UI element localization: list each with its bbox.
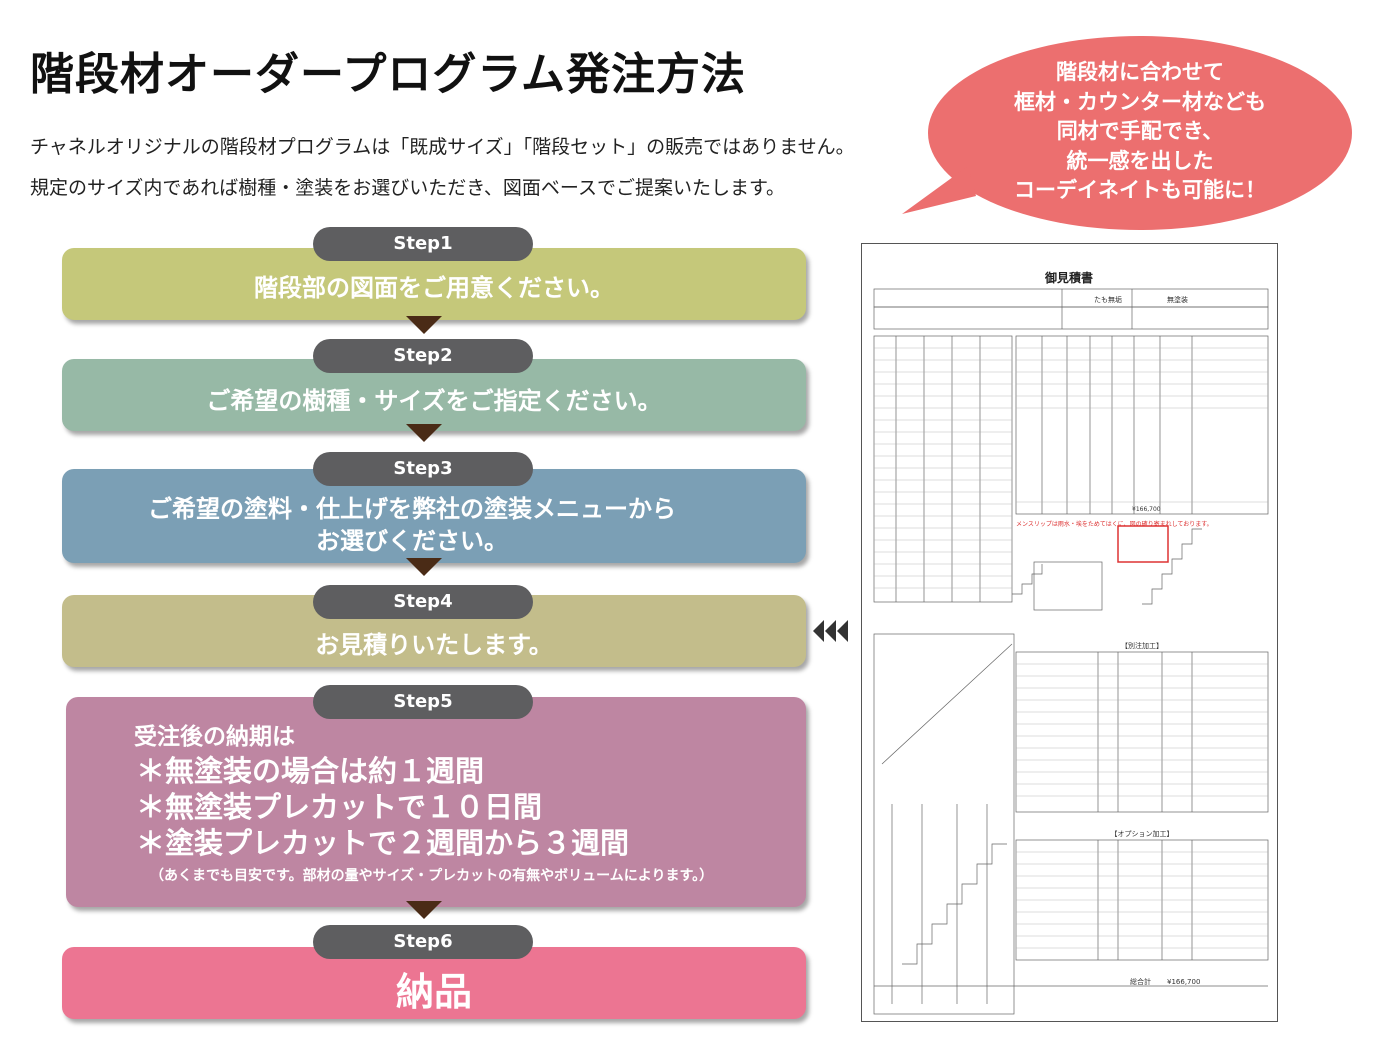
step5-heading: 受注後の納期は [134, 724, 295, 750]
doc-section-1: 【別注加工】 [1121, 641, 1163, 650]
estimate-document-image: 御見積書 たも無垢 無塗装 メンスリップは雨水・埃をためてはくに、図の確り寄まれ… [861, 243, 1278, 1022]
doc-note: メンスリップは雨水・埃をためてはくに、図の確り寄まれしております。 [1016, 520, 1213, 528]
step5-items: ＊無塗装の場合は約１週間 ＊無塗装プレカットで１０日間 ＊塗装プレカットで２週間… [136, 753, 629, 861]
doc-subtotal: ¥166,700 [1132, 506, 1161, 513]
step5-item-2: ＊無塗装プレカットで１０日間 [136, 790, 543, 824]
step2-label: Step2 [313, 339, 533, 373]
step3-text: ご希望の塗料・仕上げを弊社の塗装メニューから お選びください。 [122, 493, 702, 557]
bubble-line-2: 框材・カウンター材なども [1014, 89, 1266, 114]
step3-line-1: ご希望の塗料・仕上げを弊社の塗装メニューから [148, 495, 676, 523]
step6-text: 納品 [395, 970, 472, 1014]
doc-section-2: 【オプション加工】 [1111, 829, 1174, 838]
step6-box: 納品 [62, 947, 806, 1019]
step5-label: Step5 [313, 685, 533, 719]
step5-arrow-icon [406, 901, 442, 919]
step2-arrow-icon [406, 424, 442, 442]
speech-bubble [928, 36, 1352, 230]
step4-text: お見積りいたします。 [315, 631, 553, 659]
page-title: 階段材オーダープログラム発注方法 [30, 49, 747, 100]
speech-bubble-text: 階段材に合わせて 框材・カウンター材なども 同材で手配でき、 統一感を出した コ… [935, 58, 1345, 206]
step3-line-2: お選びください。 [316, 527, 508, 555]
step1-arrow-icon [406, 316, 442, 334]
step5-item-3: ＊塗装プレカットで２週間から３週間 [136, 826, 630, 860]
step5-item-1: ＊無塗装の場合は約１週間 [136, 754, 485, 788]
triple-arrow-icon [813, 620, 848, 642]
bubble-line-3: 同材で手配でき、 [1056, 119, 1224, 143]
step3-label: Step3 [313, 452, 533, 486]
speech-bubble-tail [902, 166, 976, 214]
doc-total: ¥166,700 [1167, 978, 1200, 986]
step3-arrow-icon [406, 558, 442, 576]
step5-note: （あくまでも目安です。部材の量やサイズ・プレカットの有無やボリュームによります。… [150, 868, 714, 884]
intro-line-2: 規定のサイズ内であれば樹種・塗装をお選びいただき、図面ベースでご提案いたします。 [30, 177, 786, 199]
doc-sub-2: 無塗装 [1167, 295, 1188, 304]
step5-box: 受注後の納期は ＊無塗装の場合は約１週間 ＊無塗装プレカットで１０日間 ＊塗装プ… [66, 697, 806, 907]
step2-text: ご希望の樹種・サイズをご指定ください。 [206, 387, 662, 415]
intro-text: チャネルオリジナルの階段材プログラムは「既成サイズ」「階段セット」の販売ではあり… [30, 127, 855, 209]
step4-label: Step4 [313, 585, 533, 619]
step3-box: ご希望の塗料・仕上げを弊社の塗装メニューから お選びください。 [62, 469, 806, 563]
bubble-line-1: 階段材に合わせて [1056, 60, 1224, 84]
bubble-line-5: コーデイネイトも可能に！ [1014, 178, 1266, 202]
estimate-document-drawing: 御見積書 たも無垢 無塗装 メンスリップは雨水・埃をためてはくに、図の確り寄まれ… [873, 270, 1269, 1015]
doc-title: 御見積書 [1044, 270, 1093, 285]
step6-label: Step6 [313, 925, 533, 959]
bubble-line-4: 統一感を出した [1066, 148, 1214, 173]
intro-line-1: チャネルオリジナルの階段材プログラムは「既成サイズ」「階段セット」の販売ではあり… [30, 136, 855, 158]
step1-text: 階段部の図面をご用意ください。 [254, 274, 614, 302]
doc-total-label: 総合計 [1130, 977, 1151, 986]
step1-label: Step1 [313, 227, 533, 261]
doc-sub-1: たも無垢 [1094, 295, 1122, 304]
